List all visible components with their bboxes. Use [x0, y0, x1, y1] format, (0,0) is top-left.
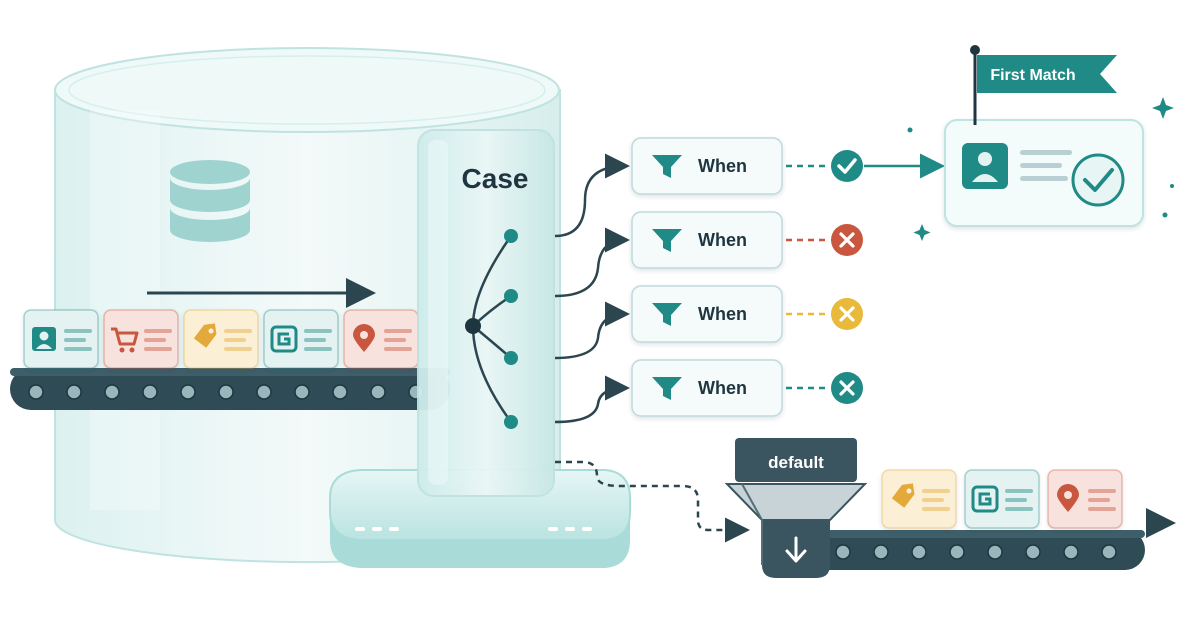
sparkle-icons: [907, 97, 1174, 241]
switch-base-platform: [329, 469, 631, 568]
conveyor-roller: [28, 384, 44, 400]
conveyor-roller: [1025, 544, 1041, 560]
when-label: When: [698, 378, 747, 398]
tag-icon: [193, 323, 217, 348]
when-row: When: [631, 211, 863, 269]
conveyor-roller: [949, 544, 965, 560]
record-card: [103, 309, 179, 369]
conveyor-roller: [66, 384, 82, 400]
cross-icon: [831, 298, 863, 330]
when-label: When: [698, 156, 747, 176]
input-conveyor: [10, 368, 450, 410]
default-path: [555, 460, 750, 543]
match-check-badge-icon: [1071, 153, 1125, 207]
when-row: When: [631, 285, 863, 343]
g-logo-icon: [270, 325, 298, 353]
conveyor-roller: [218, 384, 234, 400]
person-icon: [32, 327, 56, 351]
output-conveyor: [790, 530, 1145, 570]
conveyor-roller: [294, 384, 310, 400]
branch-root-node: [465, 318, 481, 334]
funnel-filter-icon: [652, 155, 682, 178]
location-pin-icon: [1057, 484, 1079, 512]
location-pin-icon: [353, 324, 375, 352]
first-match-card: [944, 119, 1144, 227]
conveyor-roller: [987, 544, 1003, 560]
funnel-filter-icon: [652, 229, 682, 252]
case-label: Case: [462, 163, 529, 194]
when-label: When: [698, 304, 747, 324]
conveyor-roller: [332, 384, 348, 400]
record-card: [343, 309, 419, 369]
first-match-flag: [970, 45, 1117, 125]
conveyor-roller: [180, 384, 196, 400]
conveyor-roller: [104, 384, 120, 400]
conveyor-roller: [1063, 544, 1079, 560]
record-card: [263, 309, 339, 369]
record-card: [23, 309, 99, 369]
when-row: When: [631, 137, 863, 195]
cart-icon: [111, 327, 139, 353]
record-card: [881, 469, 957, 529]
conveyor-roller: [911, 544, 927, 560]
when-row: When: [631, 359, 863, 417]
record-card: [1047, 469, 1123, 529]
when-connectors: [554, 153, 630, 424]
cross-icon: [831, 372, 863, 404]
check-icon: [831, 150, 863, 182]
conveyor-roller: [370, 384, 386, 400]
conveyor-roller: [873, 544, 889, 560]
record-card: [964, 469, 1040, 529]
tag-icon: [891, 483, 915, 508]
database-icon: [170, 160, 250, 242]
record-card: [183, 309, 259, 369]
down-arrow-icon: [785, 536, 807, 563]
conveyor-roller: [1101, 544, 1117, 560]
conveyor-roller: [142, 384, 158, 400]
cross-icon: [831, 224, 863, 256]
funnel-filter-icon: [652, 377, 682, 400]
when-label: When: [698, 230, 747, 250]
g-logo-icon: [971, 485, 999, 513]
conveyor-roller: [835, 544, 851, 560]
funnel-filter-icon: [652, 303, 682, 326]
branch-nodes: [504, 229, 518, 429]
default-label: default: [768, 453, 824, 472]
first-match-label: First Match: [990, 67, 1075, 84]
conveyor-roller: [256, 384, 272, 400]
